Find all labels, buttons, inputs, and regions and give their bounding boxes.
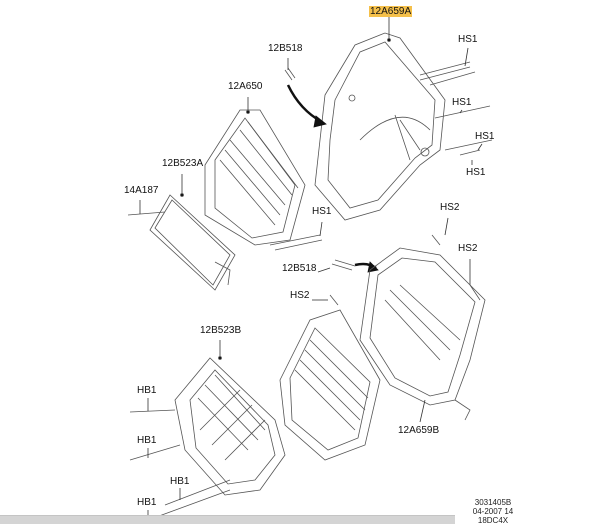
callout-12a659a[interactable]: 12A659A — [369, 6, 413, 17]
callout-hs2[interactable]: HS2 — [290, 290, 310, 301]
callout-hs1[interactable]: HS1 — [312, 206, 332, 217]
bracket-12b523b — [174, 357, 286, 496]
drawing-code: 3031405B — [474, 498, 512, 507]
cover-12a659a — [314, 32, 446, 221]
bolts-hs1 — [419, 47, 493, 165]
callout-hb1[interactable]: HB1 — [137, 435, 157, 446]
callout-12a650[interactable]: 12A650 — [228, 81, 263, 92]
callout-14a187[interactable]: 14A187 — [124, 185, 159, 196]
callout-12b518-top[interactable]: 12B518 — [268, 43, 303, 54]
callout-hs1[interactable]: HS1 — [466, 167, 486, 178]
callout-12a659b[interactable]: 12A659B — [398, 425, 440, 436]
callout-hs2[interactable]: HS2 — [458, 243, 478, 254]
drawing-date: 04-2007 14 — [472, 507, 514, 516]
module-12a650 — [204, 109, 306, 246]
callout-12b523a[interactable]: 12B523A — [162, 158, 204, 169]
callout-12b523b[interactable]: 12B523B — [200, 325, 242, 336]
callout-hs2[interactable]: HS2 — [440, 202, 460, 213]
drawing-model: 18DC4X — [477, 516, 509, 525]
callout-hb1[interactable]: HB1 — [137, 497, 157, 508]
callout-12b518-bottom[interactable]: 12B518 — [282, 263, 317, 274]
callout-hs1[interactable]: HS1 — [452, 97, 472, 108]
bracket-12b523a — [149, 194, 236, 291]
module-lower — [279, 309, 381, 461]
callout-hs1[interactable]: HS1 — [458, 34, 478, 45]
horizontal-scrollbar[interactable] — [0, 515, 455, 524]
callout-hs1[interactable]: HS1 — [475, 131, 495, 142]
callout-hb1[interactable]: HB1 — [170, 476, 190, 487]
callout-hb1[interactable]: HB1 — [137, 385, 157, 396]
cover-12a659b — [359, 247, 486, 421]
